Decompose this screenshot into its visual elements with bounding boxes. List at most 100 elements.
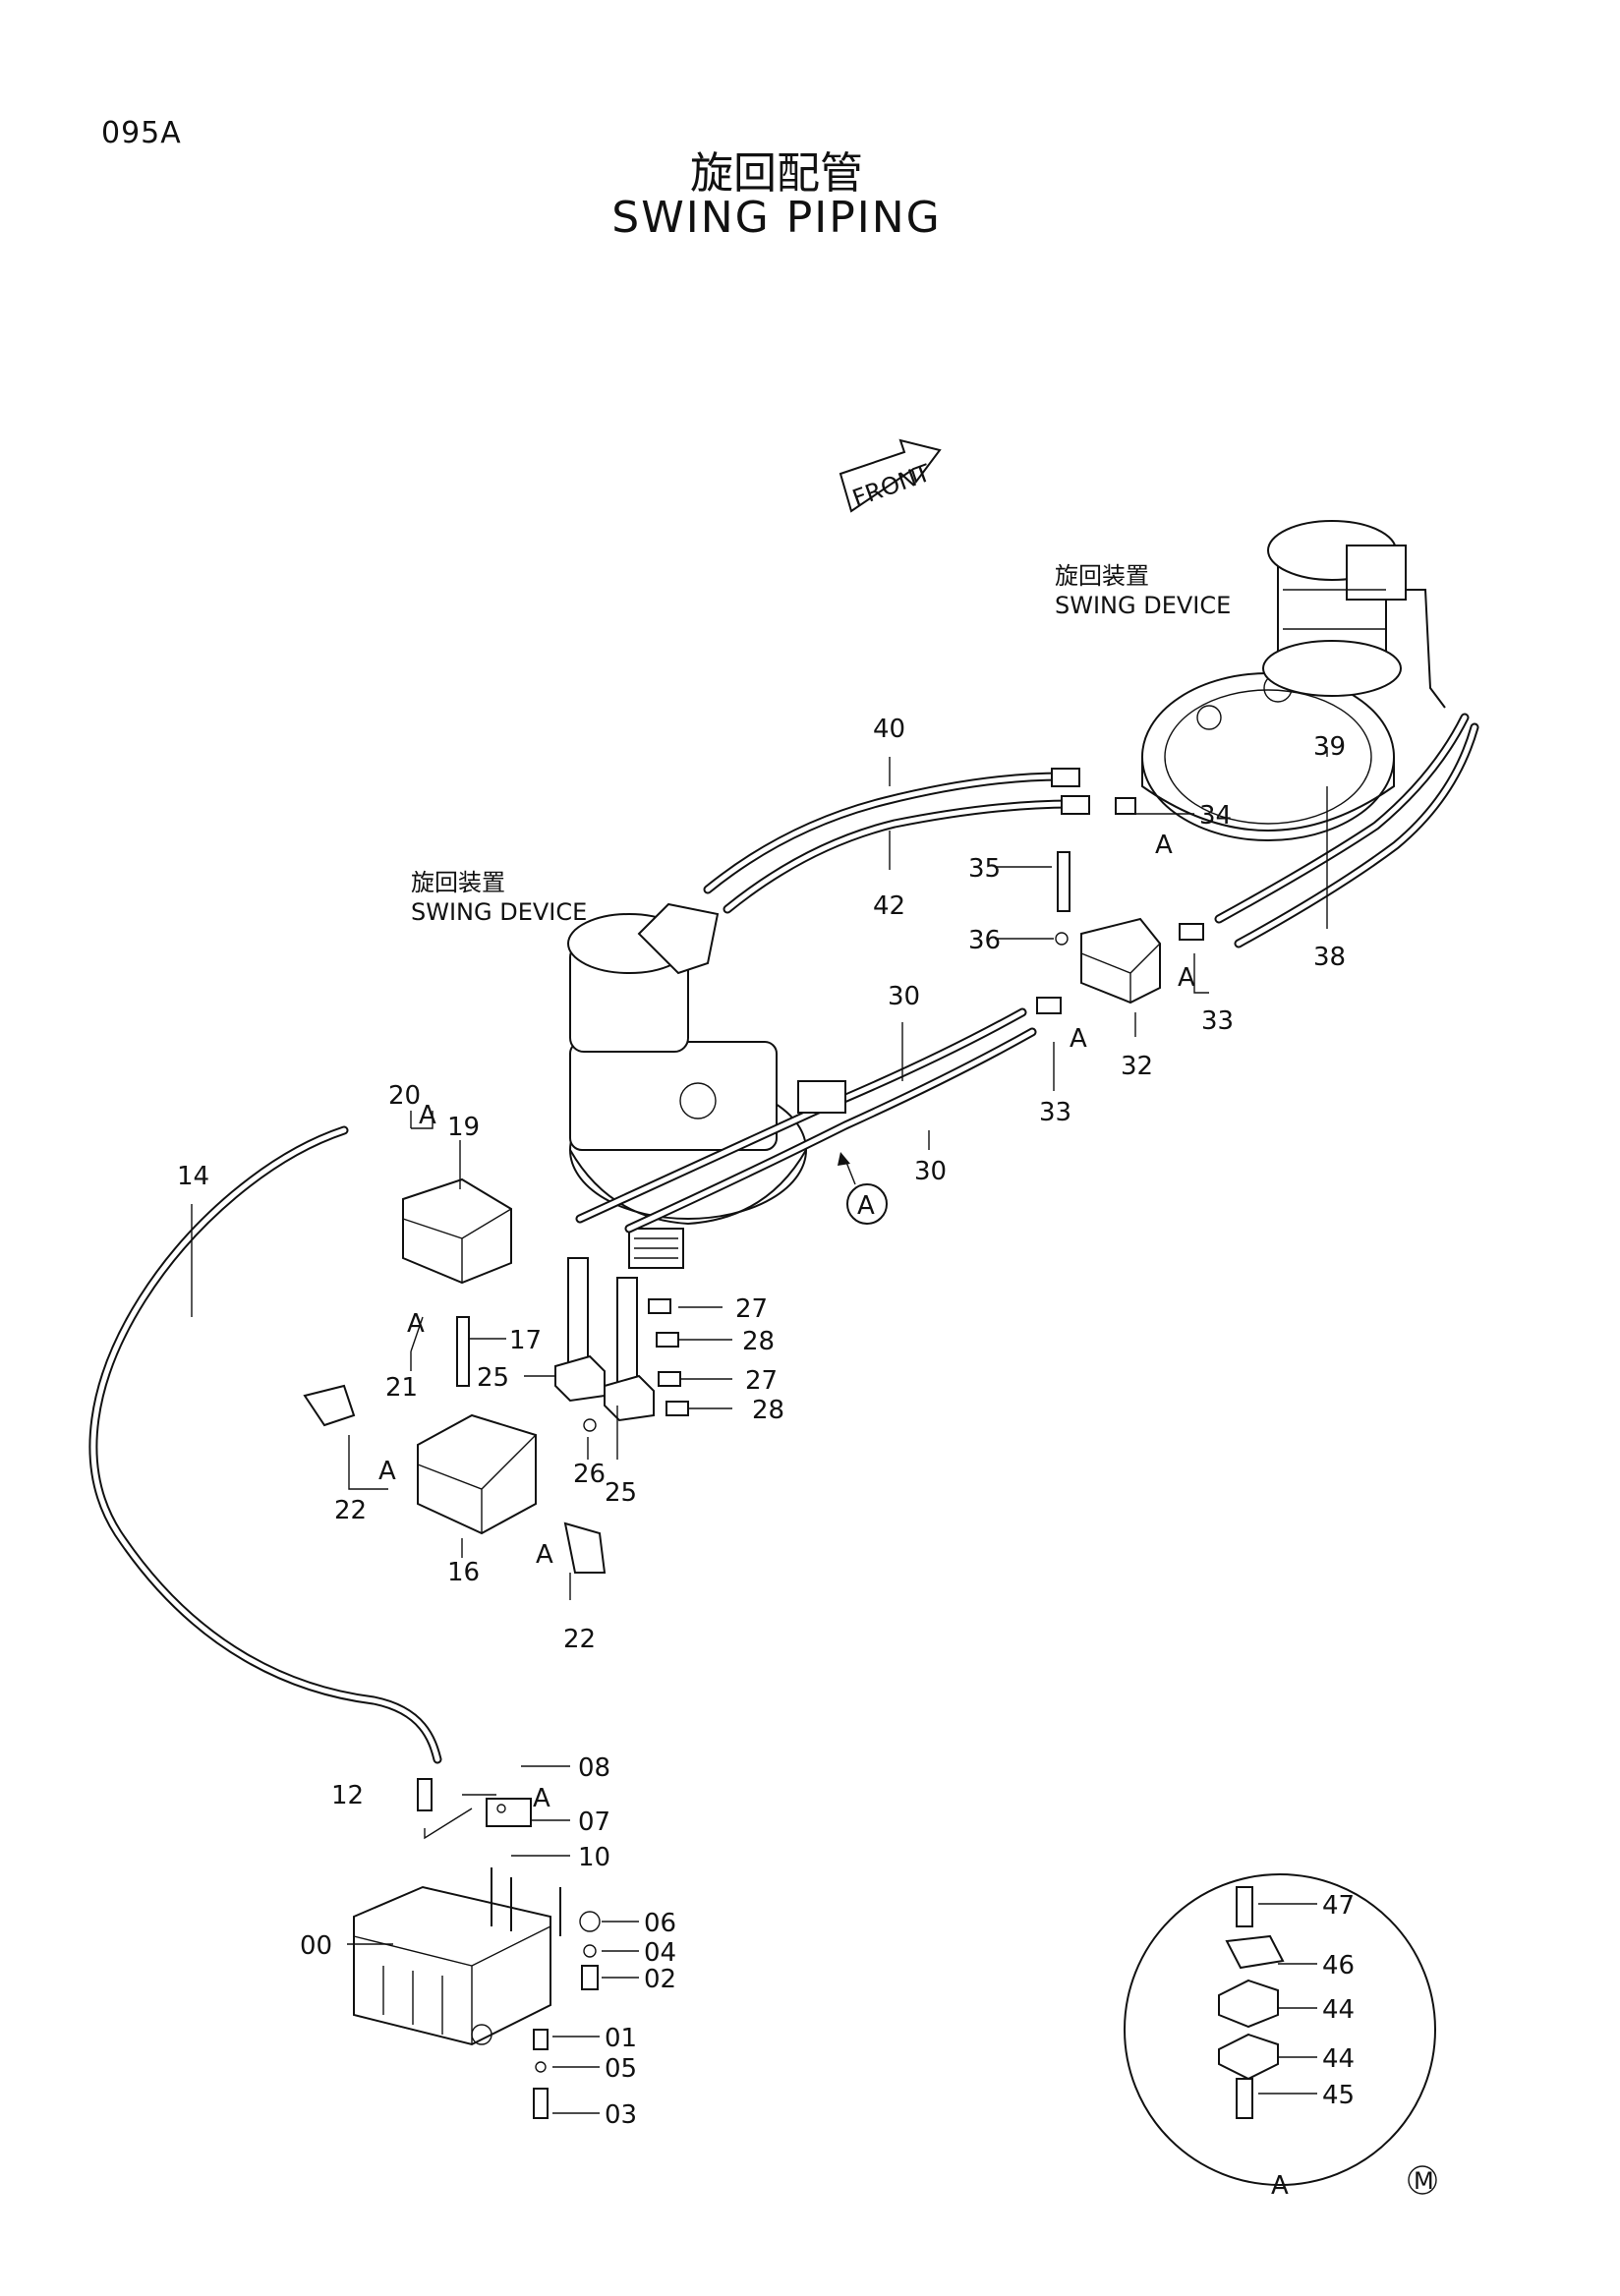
part-number-28: 28 <box>742 1327 775 1356</box>
part-number-05: 05 <box>605 2054 637 2084</box>
part-number-08: 08 <box>578 1753 610 1783</box>
part-number-25-lower: 25 <box>605 1478 637 1508</box>
part-number-02: 02 <box>644 1965 676 1994</box>
swing-device-left-en: SWING DEVICE <box>411 898 587 926</box>
part-number-33-lower: 33 <box>1039 1098 1071 1127</box>
part-number-28-lower: 28 <box>752 1396 784 1425</box>
bolt-27 <box>658 1371 681 1387</box>
part-number-20: 20 <box>388 1081 421 1111</box>
washer-05 <box>535 2061 547 2073</box>
page-title-japanese: 旋回配管 <box>690 148 863 199</box>
pipe-25 <box>616 1277 638 1387</box>
m-mark: M <box>1414 2167 1434 2195</box>
part-number-46: 46 <box>1322 1951 1355 1980</box>
o-ring-36 <box>1055 932 1069 946</box>
part-number-27-lower: 27 <box>745 1366 778 1396</box>
flange-25 <box>554 1354 606 1403</box>
detail-reference-markers: A A A A A A A A A <box>378 831 1195 1813</box>
part-number-22: 22 <box>334 1496 367 1525</box>
part-number-16: 16 <box>447 1558 480 1587</box>
part-number-06: 06 <box>644 1909 676 1938</box>
bolt-03 <box>533 2088 549 2119</box>
part-number-45: 45 <box>1322 2081 1355 2110</box>
part-number-17: 17 <box>509 1326 542 1355</box>
part-number-01: 01 <box>605 2024 637 2053</box>
part-number-22-lower: 22 <box>563 1625 596 1654</box>
hose-40 <box>703 772 1067 894</box>
front-arrow: FRONT <box>839 438 942 513</box>
washer-04 <box>583 1944 597 1958</box>
pipe-25 <box>567 1257 589 1367</box>
part-number-38: 38 <box>1313 943 1346 972</box>
block-32 <box>1080 917 1161 1004</box>
view-a-circle <box>846 1183 888 1225</box>
fitting-33 <box>1036 997 1062 1014</box>
fitting <box>1051 768 1080 787</box>
elbow-22 <box>563 1521 607 1574</box>
part-number-10: 10 <box>578 1843 610 1872</box>
o-ring-10 <box>496 1804 506 1813</box>
part-number-32: 32 <box>1121 1052 1153 1081</box>
bolt-12 <box>417 1778 433 1811</box>
control-valve-00 <box>353 1867 561 2046</box>
ref-a: A <box>536 1540 553 1570</box>
part-number-19: 19 <box>447 1113 480 1142</box>
part-number-27: 27 <box>735 1294 768 1324</box>
part-number-14: 14 <box>177 1162 209 1191</box>
part-number-30: 30 <box>888 982 920 1011</box>
page-code: 095A <box>101 116 182 150</box>
swing-device-left <box>567 902 807 1269</box>
part-number-44-lower: 44 <box>1322 2044 1355 2074</box>
detail-view-a-label: A <box>1271 2171 1289 2201</box>
detail-view-a: 47 46 44 44 45 A <box>1124 1873 1436 2201</box>
swing-device-right-ja: 旋回装置 <box>1055 562 1149 590</box>
fitting <box>1061 795 1090 815</box>
hose-38 <box>1214 589 1479 948</box>
part-labels: 40 42 35 36 34 39 38 30 30 32 33 33 14 2… <box>177 715 1346 2130</box>
bolt-01 <box>533 2029 549 2050</box>
bolt-35 <box>1057 851 1070 912</box>
plate-07 <box>486 1798 532 1827</box>
hose-clamp <box>797 1080 846 1114</box>
flange-25 <box>604 1374 655 1422</box>
swing-device-right <box>1141 520 1407 841</box>
part-number-12: 12 <box>331 1781 364 1810</box>
ref-a: A <box>1155 831 1173 860</box>
ref-a: A <box>419 1101 436 1130</box>
swing-device-left-ja: 旋回装置 <box>411 869 505 896</box>
part-number-33: 33 <box>1201 1006 1234 1036</box>
ref-a: A <box>378 1457 396 1486</box>
part-number-21: 21 <box>385 1373 418 1403</box>
ref-a: A <box>1178 963 1195 993</box>
part-number-25: 25 <box>477 1363 509 1393</box>
part-number-47: 47 <box>1322 1891 1355 1921</box>
view-a-label: A <box>857 1191 875 1221</box>
valve-19 <box>402 1177 512 1285</box>
part-number-36: 36 <box>968 926 1001 955</box>
bolt-28 <box>656 1332 679 1348</box>
ref-a: A <box>533 1784 550 1813</box>
leader-lines <box>191 747 1328 2114</box>
part-number-04: 04 <box>644 1938 676 1968</box>
part-number-34: 34 <box>1199 801 1232 831</box>
part-number-40: 40 <box>873 715 905 744</box>
part-number-00: 00 <box>300 1931 332 1961</box>
hose-14 <box>88 1125 442 1764</box>
block-16 <box>417 1413 537 1535</box>
part-number-30-lower: 30 <box>914 1157 947 1186</box>
fitting-33 <box>1179 923 1204 941</box>
swing-device-right-en: SWING DEVICE <box>1055 592 1231 619</box>
nut-06 <box>579 1911 601 1932</box>
part-number-42: 42 <box>873 891 905 921</box>
hose-42 <box>723 799 1076 914</box>
part-number-26: 26 <box>573 1460 606 1489</box>
ref-a: A <box>407 1309 425 1339</box>
elbow-34 <box>1115 797 1136 815</box>
o-ring-26 <box>583 1418 597 1432</box>
part-number-07: 07 <box>578 1808 610 1837</box>
page-title: SWING PIPING <box>611 193 942 243</box>
ref-a: A <box>1070 1024 1087 1054</box>
part-number-03: 03 <box>605 2100 637 2130</box>
bolt-17 <box>456 1316 470 1387</box>
